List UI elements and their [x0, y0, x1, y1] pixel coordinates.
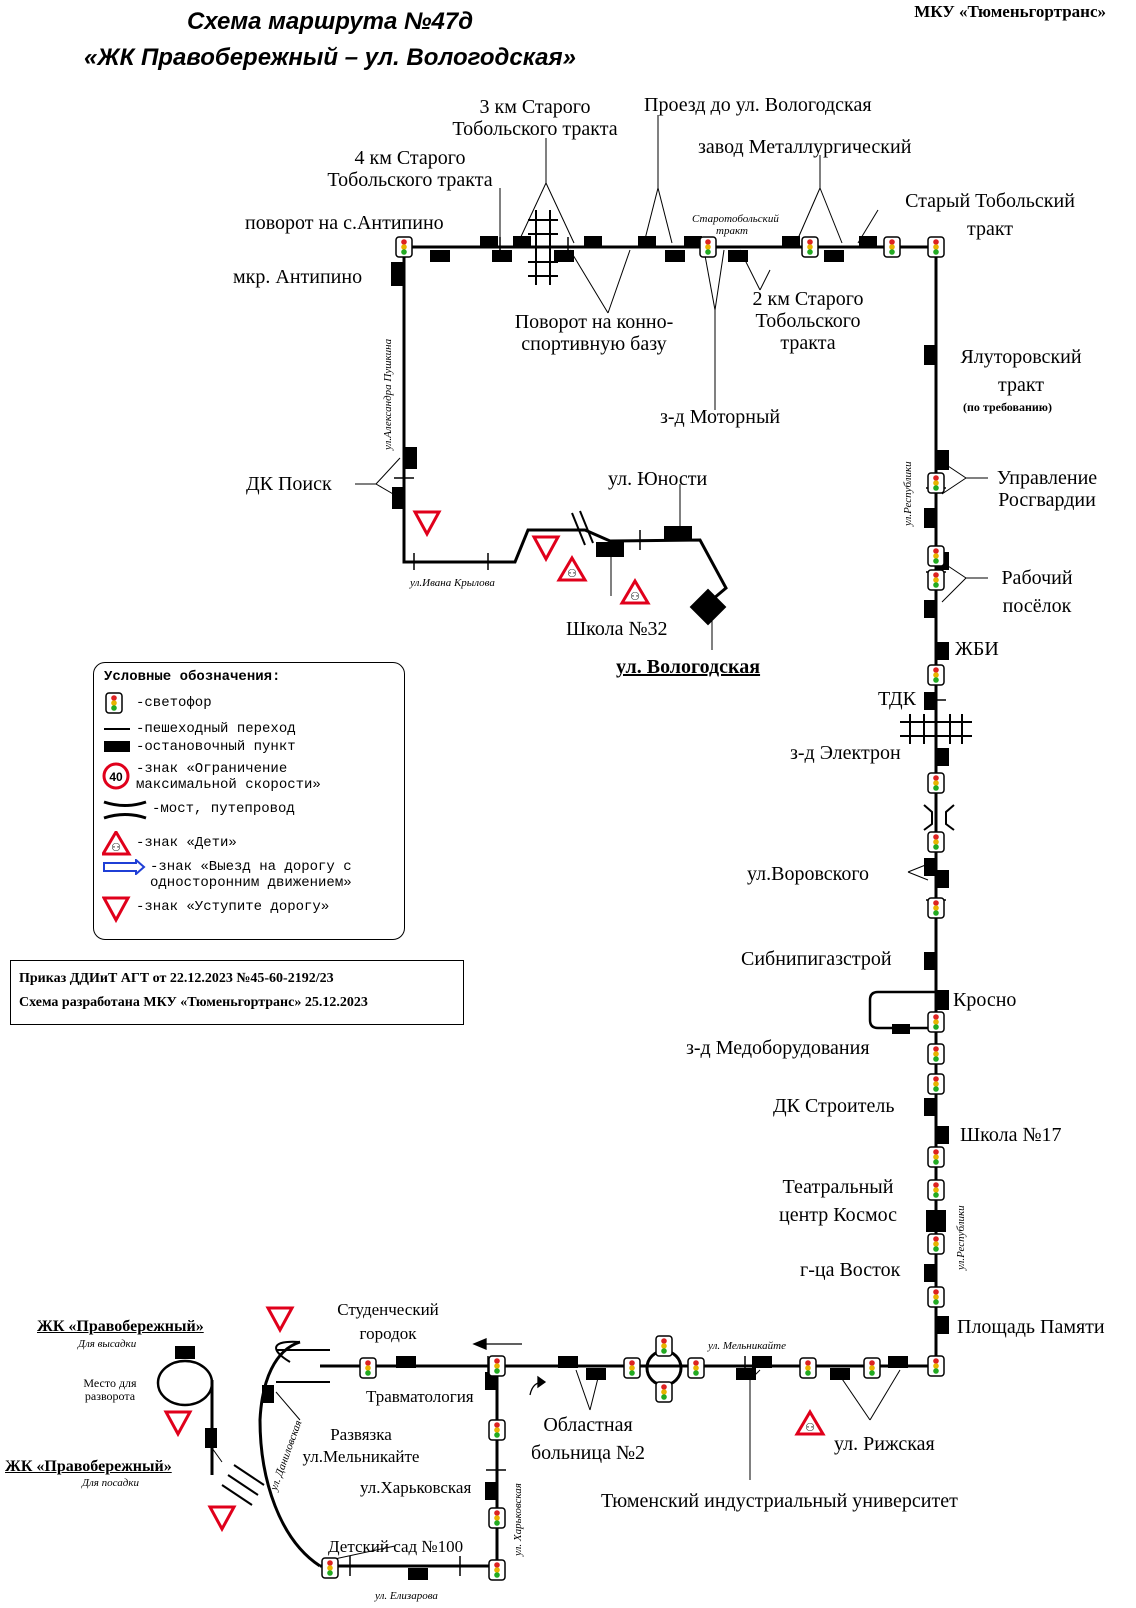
stop-label: Школа №17: [960, 1124, 1062, 1146]
stop-label: з-д Медоборудования: [686, 1037, 870, 1059]
stop-label: завод Металлургический: [698, 136, 912, 158]
stop-label: поворот на с.Антипино: [245, 212, 444, 234]
traffic-light-icon: [321, 236, 945, 1581]
svg-text:40: 40: [109, 770, 123, 784]
street-label: ул.Александра Пушкина: [382, 338, 394, 450]
stop-label: Детский сад №100: [328, 1537, 464, 1556]
order-info: Приказ ДДИиТ АГТ от 22.12.2023 №45-60-21…: [10, 960, 464, 1025]
traffic-light-icon: [105, 692, 123, 714]
bridge-icon: [103, 800, 147, 820]
stop-label: Сибнипигазстрой: [741, 948, 892, 970]
order-line: Приказ ДДИиТ АГТ от 22.12.2023 №45-60-21…: [19, 971, 334, 986]
stop-label: ул.Харьковская: [360, 1478, 472, 1497]
stop-label: 4 км Старого Тобольского тракта: [327, 147, 493, 191]
street-label: ул. Харьковская: [512, 1483, 524, 1556]
stop-label: з-д Моторный: [660, 406, 781, 428]
bridge-icon: [221, 210, 972, 1506]
stop-label: мкр. Антипино: [233, 266, 363, 288]
route-subtitle: «ЖК Правобережный – ул. Вологодская»: [84, 44, 576, 71]
legend: Условные обозначения: -светофор -пешеход…: [93, 662, 405, 940]
stop-label: ул. Юности: [608, 468, 708, 490]
stop-label: г-ца Восток: [800, 1259, 901, 1281]
oneway-arrow: [472, 1338, 547, 1396]
stop-label: Травматология: [366, 1387, 474, 1406]
terminal-label: ул. Вологодская: [616, 656, 761, 678]
stop-label: ул.Воровского: [747, 863, 870, 885]
terminal-label: ЖК «Правобережный»: [37, 1318, 204, 1335]
turnaround-loop: [156, 1359, 214, 1407]
stop-label: Рабочий посёлок: [1001, 567, 1073, 617]
order-line: Схема разработана МКУ «Тюменьгортранс» 2…: [19, 995, 368, 1010]
legend-title: Условные обозначения:: [104, 669, 281, 685]
stop-label: Ялуторовский тракт: [960, 346, 1082, 396]
stop-label: ул. Рижская: [834, 1433, 935, 1455]
street-label: ул. Елизарова: [375, 1590, 438, 1602]
stop-note: Для посадки: [82, 1477, 139, 1489]
stop-label: Областная больница №2: [530, 1414, 646, 1464]
route-title: Схема маршрута №47д: [186, 8, 474, 35]
crossing-icon: [104, 728, 130, 730]
stop-label: Площадь Памяти: [957, 1316, 1105, 1338]
speed-limit-icon: 40: [102, 762, 130, 790]
street-label: ул.Ивана Крылова: [410, 577, 495, 589]
stop-note: Для высадки: [78, 1338, 137, 1350]
stop-icon: [104, 741, 130, 752]
street-label: Старотобольский тракт: [692, 213, 779, 237]
stop-label: Старый Тобольский тракт: [905, 190, 1075, 240]
krosno-loop: [868, 990, 936, 1030]
stop-label: ДК Строитель: [773, 1095, 895, 1117]
stop-label: 2 км Старого Тобольского тракта: [752, 288, 864, 354]
oneway-sign-icon: [103, 859, 146, 875]
stop-label: ЖБИ: [955, 638, 999, 660]
stop-label: Управление Росгвардии: [996, 467, 1098, 511]
stop-label: Проезд до ул. Вологодская: [644, 94, 872, 116]
stop-label: ДК Поиск: [246, 473, 332, 495]
stop-label: 3 км Старого Тобольского тракта: [452, 96, 618, 140]
children-sign-icon: [102, 831, 131, 856]
danilovskaya-loop: [275, 1340, 301, 1363]
children-sign-icon: [557, 556, 825, 1436]
stop-label: Развязка ул.Мельникайте: [302, 1425, 420, 1466]
stop-label: Поворот на конно-спортивную базу: [514, 311, 674, 355]
stop-label: Театральный центр Космос: [778, 1176, 898, 1226]
stop-icon: [175, 236, 949, 1580]
organization-name: МКУ «Тюменьгортранс»: [914, 2, 1106, 21]
yield-sign-icon: [102, 896, 130, 922]
stop-label: Кросно: [953, 989, 1017, 1011]
street-label: ул.Республики: [955, 1205, 967, 1270]
stop-label: Тюменский индустриальный университет: [601, 1490, 958, 1512]
stop-label: з-д Электрон: [790, 742, 901, 764]
terminal-label: ЖК «Правобережный»: [5, 1458, 172, 1475]
turnaround-note: Место для разворота: [83, 1376, 137, 1403]
stop-label: ТДК: [878, 688, 916, 710]
stop-label: Школа №32: [566, 618, 668, 640]
street-label: ул. Мельникайте: [708, 1340, 786, 1352]
street-label: ул.Республики: [902, 461, 914, 526]
on-request-note: (по требованию): [963, 400, 1052, 414]
stop-label: Студенческий городок: [337, 1300, 439, 1343]
